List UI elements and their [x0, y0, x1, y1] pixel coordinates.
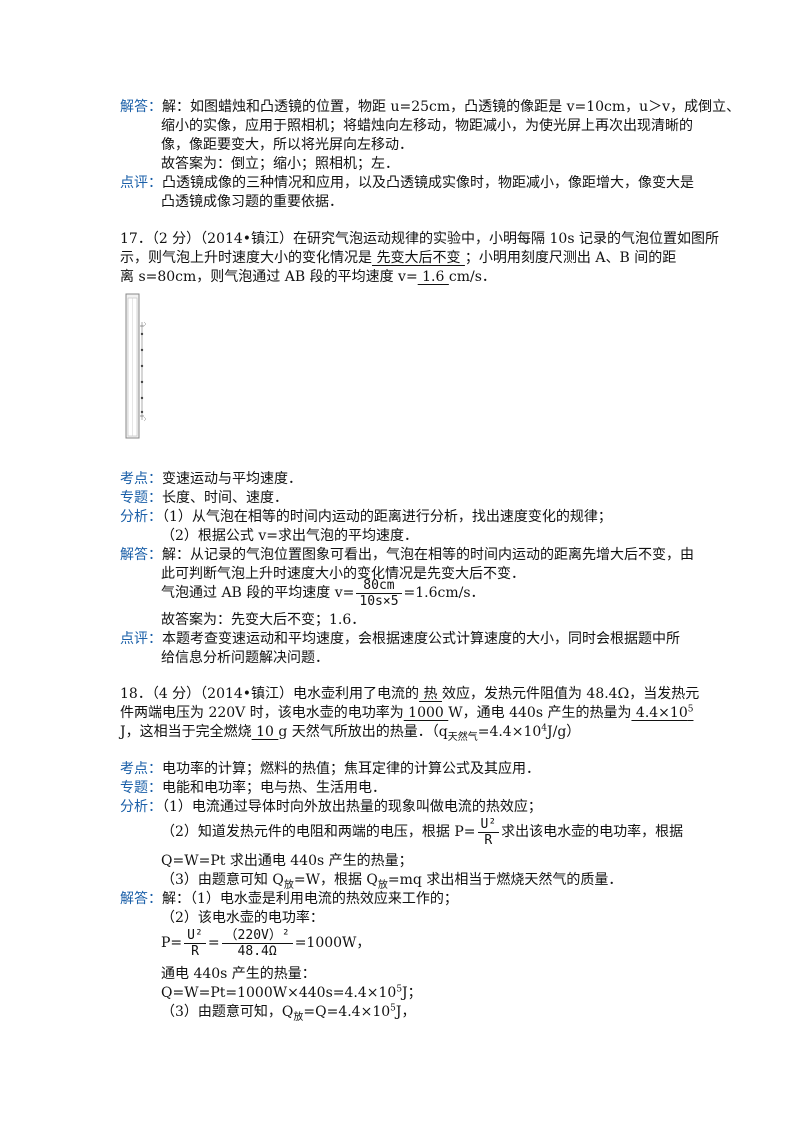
answer-line: 解答：解：（1）电水壶是利用电流的热效应来工作的；: [120, 891, 458, 907]
label-analysis: 分析：: [120, 799, 162, 815]
label-analysis: 分析：: [120, 509, 162, 525]
comment-line: 点评：凸透镜成像的三种情况和应用，以及凸透镜成实像时，物距减小，像距增大，像变大…: [120, 175, 694, 191]
label-answer: 解答：: [120, 891, 162, 907]
topic-line: 专题：电能和电功率；电与热、生活用电．: [120, 780, 386, 796]
comment-line: 点评：本题考查变速运动和平均速度，会根据速度公式计算速度的大小，同时会根据题中所: [120, 631, 680, 647]
question-18-line: 18．（4 分）（2014•镇江）电水壶利用了电流的 热 效应，发热元件阻值为 …: [120, 686, 700, 702]
bubble-tube-figure: [125, 293, 146, 439]
answer-line: Q=W=Pt=1000W×440s=4.4×105J；: [161, 984, 422, 1001]
topic-line: 专题：长度、时间、速度．: [120, 490, 288, 506]
label-topic: 专题：: [120, 780, 162, 796]
analysis-line: 分析：（1）从气泡在相等的时间内运动的距离进行分析，找出速度变化的规律；: [120, 509, 612, 525]
answer-blank: 1.6: [417, 269, 449, 285]
question-17-line: 示，则气泡上升时速度大小的变化情况是 先变大后不变 ；小明用刻度尺测出 A、B …: [120, 250, 677, 266]
analysis-line: （3）由题意可知 Q放=W，根据 Q放=mq 求出相当于燃烧天然气的质量．: [161, 872, 623, 891]
answer-blank: 先变大后不变: [372, 250, 465, 266]
label-point: 考点：: [120, 761, 162, 777]
comment-line: 给信息分析问题解决问题．: [161, 650, 329, 666]
analysis-line: Q=W=Pt 求出通电 440s 产生的热量；: [161, 853, 413, 869]
analysis-line: （2）根据公式 v=求出气泡的平均速度．: [161, 528, 418, 544]
answer-blank: 1000: [403, 705, 449, 721]
answer-blank: 4.4×105: [631, 704, 694, 721]
label-topic: 专题：: [120, 490, 162, 506]
answer-line: 故答案为：倒立；缩小；照相机；左．: [161, 156, 399, 172]
answer-line: （2）该电水壶的电功率：: [161, 910, 324, 926]
answer-line: 此可判断气泡上升时速度大小的变化情况是先变大后不变．: [161, 566, 525, 582]
question-18-line: 件两端电压为 220V 时，该电水壶的电功率为 1000 W，通电 440s 产…: [120, 704, 694, 721]
answer-line: 解答：解：如图蜡烛和凸透镜的位置，物距 u=25cm，凸透镜的像距是 v=10c…: [120, 99, 741, 115]
label-point: 考点：: [120, 471, 162, 487]
answer-line: 通电 440s 产生的热量：: [161, 966, 316, 982]
answer-blank: 热: [419, 686, 442, 702]
label-answer: 解答：: [120, 99, 162, 115]
label-comment: 点评：: [120, 631, 162, 647]
answer-blank: 10: [251, 724, 279, 740]
question-18-line: J，这相当于完全燃烧 10 g 天然气所放出的热量．（q天然气=4.4×104J…: [120, 723, 581, 743]
point-line: 考点：电功率的计算；燃料的热值；焦耳定律的计算公式及其应用．: [120, 761, 540, 777]
question-17-line: 17．（2 分）（2014•镇江）在研究气泡运动规律的实验中，小明每隔 10s …: [120, 231, 719, 247]
answer-line: 缩小的实像，应用于照相机；将蜡烛向左移动，物距减小，为使光屏上再次出现清晰的: [161, 118, 693, 134]
answer-line: 故答案为：先变大后不变；1.6．: [161, 612, 366, 628]
comment-line: 凸透镜成像习题的重要依据．: [161, 194, 343, 210]
label-comment: 点评：: [120, 175, 162, 191]
answer-line: 像，像距要变大，所以将光屏向左移动．: [161, 137, 413, 153]
point-line: 考点：变速运动与平均速度．: [120, 471, 302, 487]
answer-line: （3）由题意可知，Q放=Q=4.4×105J，: [161, 1003, 416, 1023]
label-answer: 解答：: [120, 547, 162, 563]
analysis-line: 分析：（1）电流通过导体时向外放出热量的现象叫做电流的热效应；: [120, 799, 542, 815]
question-17-line: 离 s=80cm，则气泡通过 AB 段的平均速度 v= 1.6 cm/s．: [120, 269, 496, 285]
answer-line: 解答：解：从记录的气泡位置图象可看出，气泡在相等的时间内运动的距离先增大后不变，…: [120, 547, 694, 563]
